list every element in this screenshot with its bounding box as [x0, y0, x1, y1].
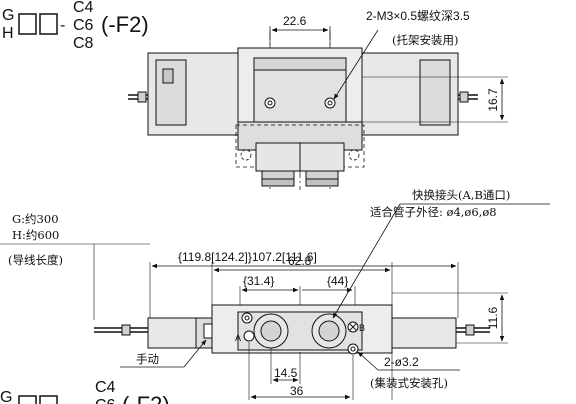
callout-bracket-mount: (托架安装用)	[392, 33, 458, 47]
manual-override-label: 手动	[136, 352, 159, 366]
code-prefix-h: H	[2, 25, 14, 42]
code2-option-c6: C6	[95, 397, 116, 404]
top-model-code: G H - C4 C6 C8 (-F2)	[2, 0, 149, 52]
code-box-1	[18, 13, 37, 35]
dim-44: {44}	[327, 274, 348, 288]
port-b-label: B	[359, 323, 365, 333]
code-option-c8: C8	[73, 35, 94, 52]
code2-option-c4: C4	[95, 379, 116, 396]
bottom-view	[0, 203, 550, 400]
dim-22-6: 22.6	[283, 14, 307, 28]
code-option-c4: C4	[73, 0, 94, 16]
code-suffix: (-F2)	[101, 12, 149, 37]
dim-16-7: 16.7	[486, 88, 500, 112]
hole-callout-note: (集装式安装孔)	[370, 376, 448, 390]
code-box-2	[39, 13, 58, 35]
dim-overall-length: {119.8[124.2]}107.2[111.6]	[178, 250, 317, 264]
port-callout-title: 快换接头(A,B通口)	[412, 188, 510, 202]
code2-prefix-g: G	[0, 389, 12, 404]
dim-14-5: 14.5	[274, 366, 298, 380]
callout-screw-thread: 2-M3×0.5螺纹深3.5	[366, 9, 470, 23]
code-dash: -	[60, 17, 65, 34]
lead-length-note: (导线长度)	[8, 253, 63, 267]
lead-length-g: G:约300	[12, 212, 59, 226]
dim-62-8: 62.8	[288, 254, 312, 268]
lead-length-h: H:约600	[12, 228, 59, 242]
dim-36: 36	[290, 384, 304, 398]
port-callout-tube: 适合管子外径: ø4,ø6,ø8	[370, 205, 497, 219]
dim-31-4: {31.4}	[243, 274, 274, 288]
code2-suffix: (-F2)	[122, 392, 170, 404]
code-prefix-g: G	[2, 7, 14, 24]
bottom-model-code: G C4 C6 (-F2)	[0, 379, 170, 404]
hole-callout-size: 2-ø3.2	[384, 355, 419, 369]
code2-box-1	[18, 395, 37, 404]
dim-11-6: 11.6	[486, 306, 500, 329]
port-a-label: A	[235, 333, 241, 343]
code-option-c6: C6	[73, 17, 94, 34]
top-view	[128, 26, 508, 190]
code2-box-2	[39, 395, 58, 404]
